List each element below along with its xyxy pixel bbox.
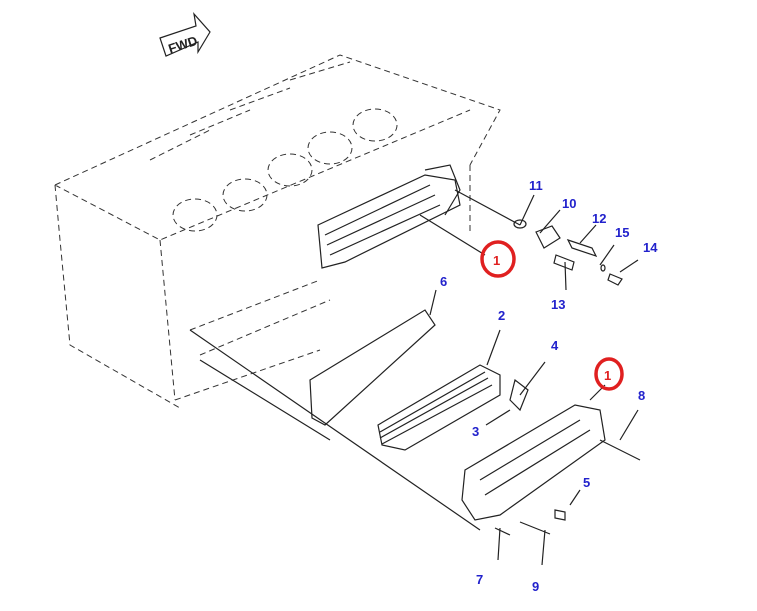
callout-1a[interactable]: 1 (480, 240, 516, 278)
fwd-arrow-icon: FWD (159, 12, 211, 57)
cooler-cover (461, 404, 606, 521)
part-label-13[interactable]: 13 (551, 297, 565, 312)
part-label-2[interactable]: 2 (498, 308, 505, 323)
part-label-14[interactable]: 14 (643, 240, 658, 255)
part-label-6[interactable]: 6 (440, 274, 447, 289)
part-label-8[interactable]: 8 (638, 388, 645, 403)
callout-label: 1 (604, 368, 611, 383)
part-label-15[interactable]: 15 (615, 225, 629, 240)
part-label-9[interactable]: 9 (532, 579, 539, 594)
part-label-10[interactable]: 10 (562, 196, 576, 211)
small-parts (494, 219, 641, 536)
gasket (309, 309, 436, 426)
part-label-4[interactable]: 4 (551, 338, 559, 353)
installed-oil-cooler (317, 164, 461, 269)
part-label-3[interactable]: 3 (472, 424, 479, 439)
fwd-label: FWD (166, 33, 199, 56)
part-label-12[interactable]: 12 (592, 211, 606, 226)
part-label-5[interactable]: 5 (583, 475, 590, 490)
leader-lines (189, 189, 639, 566)
part-label-7[interactable]: 7 (476, 572, 483, 587)
engine-block (54, 54, 501, 409)
callout-label: 1 (493, 253, 500, 268)
part-label-11[interactable]: 11 (529, 178, 543, 193)
cooler-element (377, 364, 501, 451)
callout-1b[interactable]: 1 (594, 357, 624, 391)
